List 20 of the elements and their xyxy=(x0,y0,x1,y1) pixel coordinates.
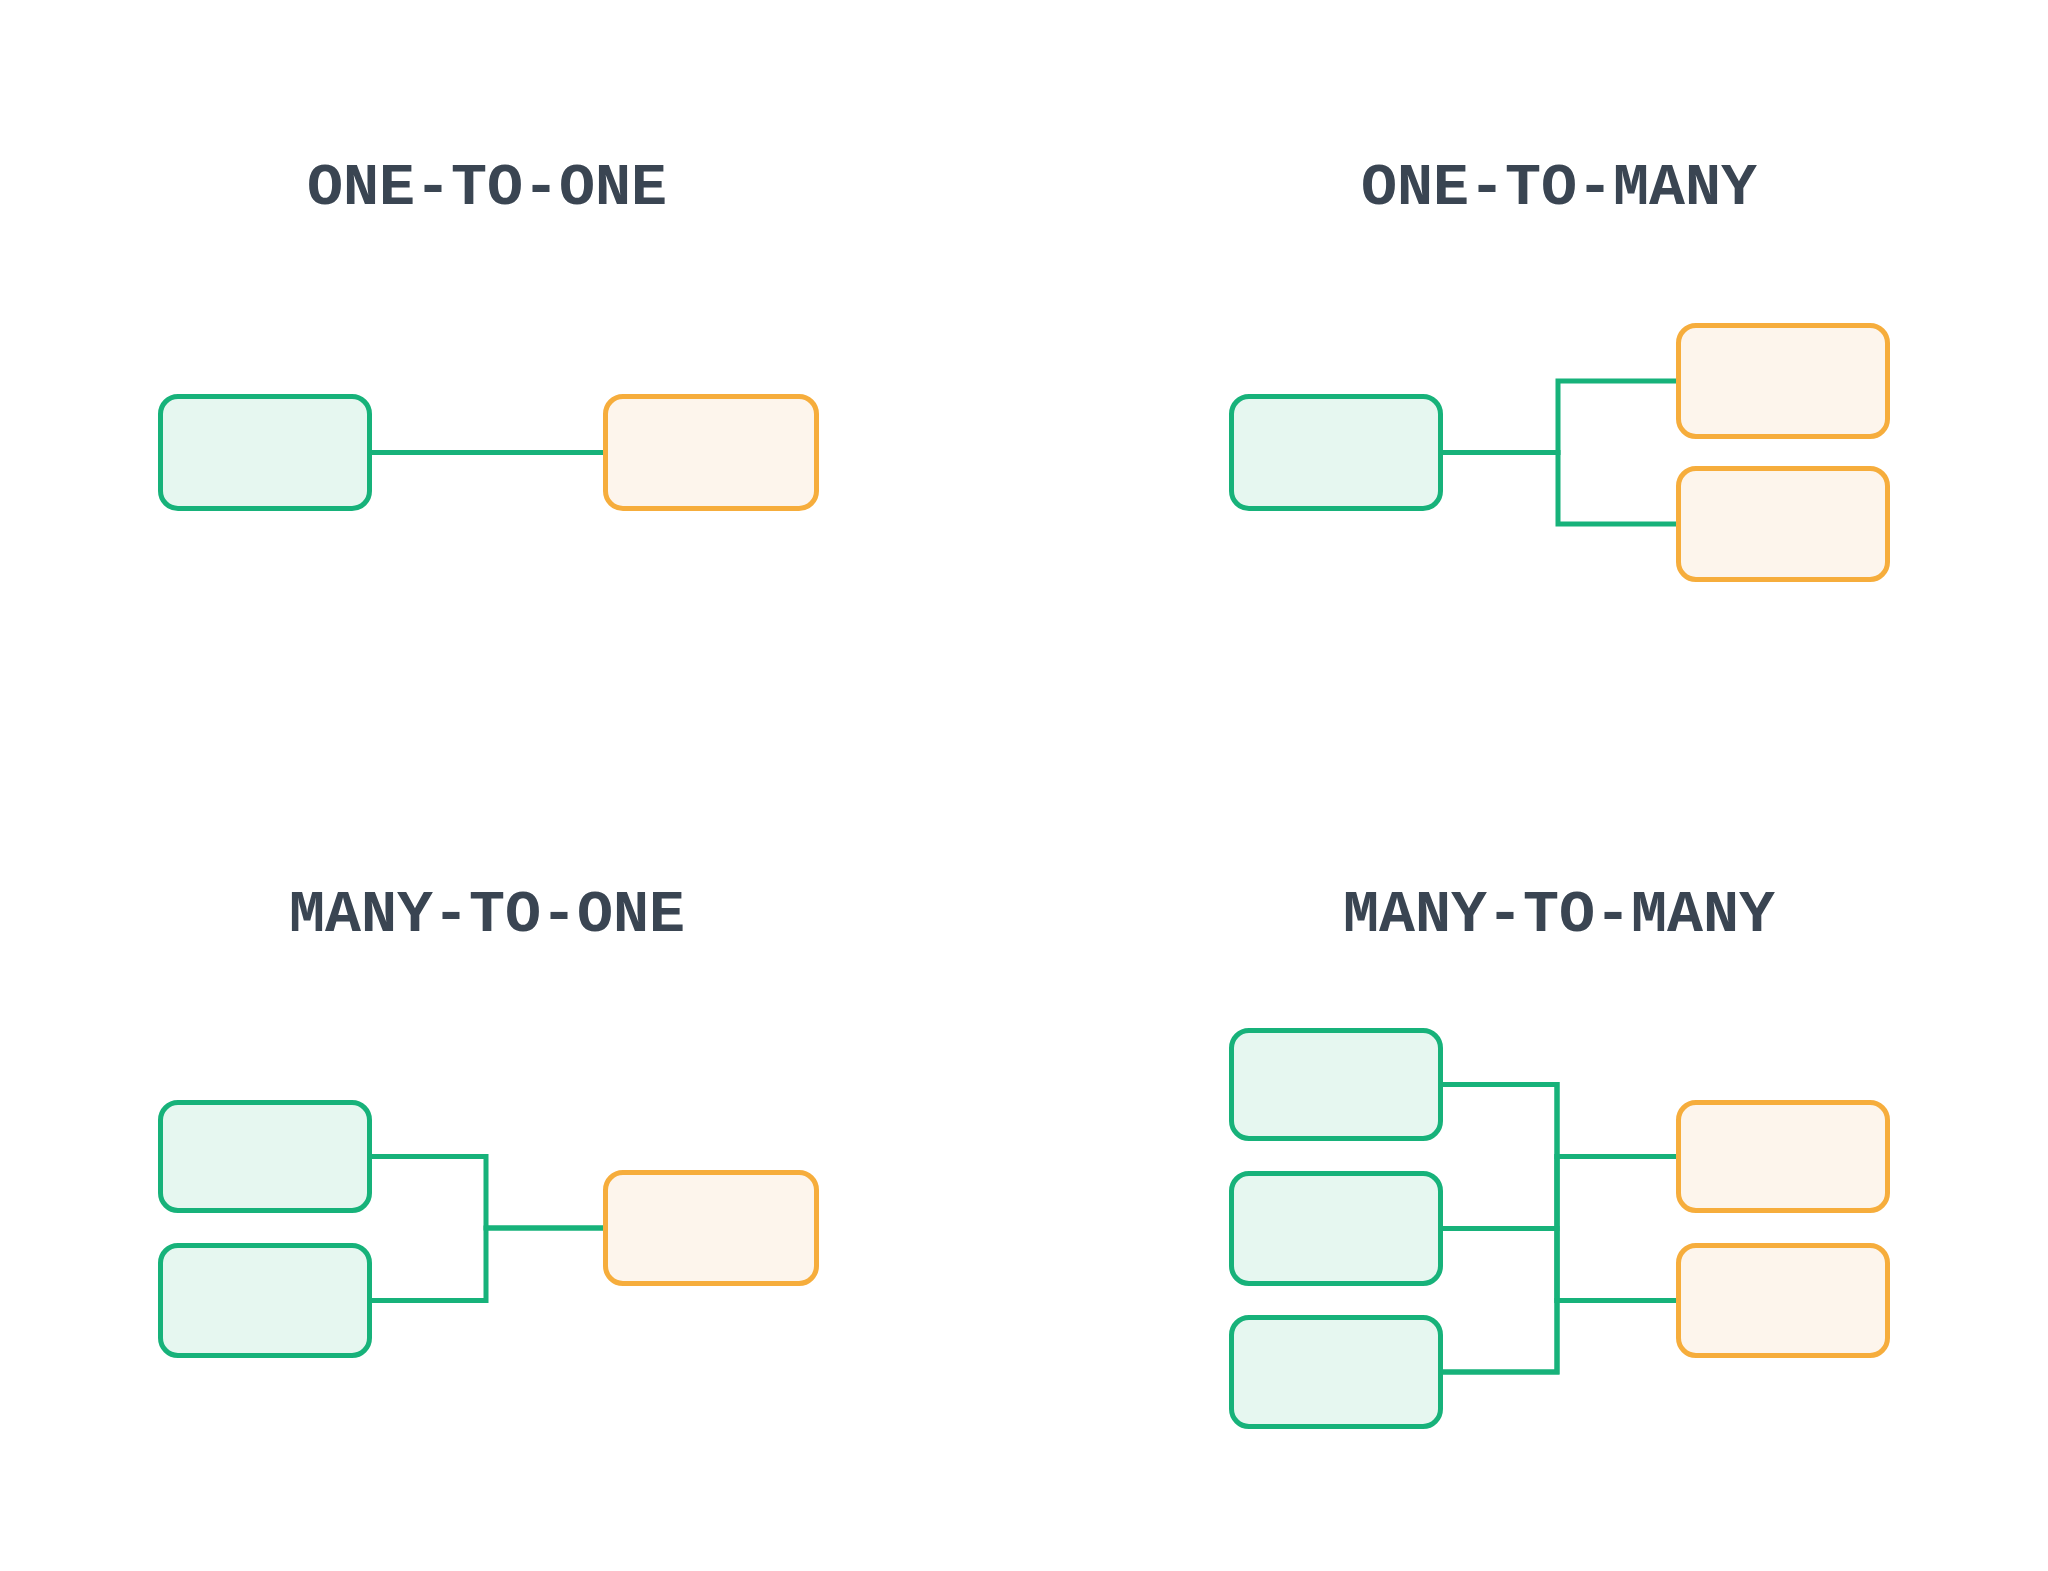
section-title: MANY-TO-ONE xyxy=(287,885,687,945)
entity-box xyxy=(158,1243,372,1358)
entity-box xyxy=(1229,1315,1443,1429)
entity-box xyxy=(1229,1028,1443,1141)
section-title: ONE-TO-ONE xyxy=(305,158,669,218)
entity-box xyxy=(1676,323,1890,439)
section-title: MANY-TO-MANY xyxy=(1341,885,1777,945)
entity-box xyxy=(1676,1243,1890,1358)
entity-box xyxy=(1229,394,1443,511)
entity-box xyxy=(603,1170,819,1286)
entity-box xyxy=(158,1100,372,1213)
section-title: ONE-TO-MANY xyxy=(1359,158,1759,218)
entity-box xyxy=(158,394,372,511)
connector-line xyxy=(372,1225,603,1303)
entity-box xyxy=(1229,1171,1443,1286)
entity-box xyxy=(1676,466,1890,582)
connector-line xyxy=(372,450,603,455)
entity-box xyxy=(603,394,819,511)
connector-line xyxy=(1443,1298,1676,1375)
entity-box xyxy=(1676,1100,1890,1213)
